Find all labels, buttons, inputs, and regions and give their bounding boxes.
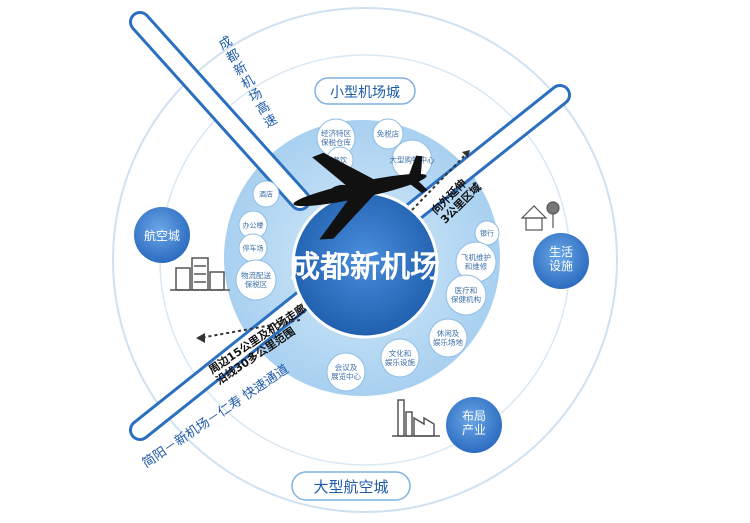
bubble-bank: 银行	[474, 220, 500, 246]
bubble-logistics: 物流配送保税区	[235, 259, 277, 301]
bubble-maintenance: 飞机维护和维修	[455, 241, 497, 283]
bottom-label: 大型航空城	[313, 478, 388, 496]
bubble-health: 医疗和保健机构	[445, 274, 487, 316]
bubble-logistics-label: 物流配送保税区	[241, 270, 271, 289]
airplane-icon	[293, 152, 428, 240]
bubble-bank-label: 银行	[480, 229, 494, 238]
bubble-maintenance-label: 飞机维护和维修	[461, 252, 491, 271]
city-buildings-icon	[170, 257, 230, 291]
bubble-parking-label: 停车场	[243, 244, 264, 253]
highway-road	[129, 11, 311, 211]
right-circle: 生活设施	[533, 233, 589, 289]
outer-ring	[112, 7, 618, 513]
bubble-duty-free: 免税店	[372, 118, 404, 150]
bubble-leisure-label: 休闲及娱乐场地	[433, 328, 463, 347]
bubble-hotel-label: 酒店	[259, 190, 273, 199]
bottom-right-circle-label: 布局产业	[462, 409, 486, 437]
bottom-label-pill: 大型航空城	[291, 471, 411, 501]
bubble-culture-label: 文化和娱乐设施	[385, 348, 415, 367]
top-label-pill: 小型机场城	[314, 77, 416, 105]
left-circle: 航空城	[134, 207, 190, 263]
bubble-office-label: 办公楼	[243, 221, 264, 230]
center-label: 成都新机场	[290, 250, 440, 285]
bubble-parking: 停车场	[238, 233, 268, 263]
bubble-leisure: 休闲及娱乐场地	[428, 318, 468, 358]
top-label: 小型机场城	[330, 85, 400, 101]
bubble-health-label: 医疗和保健机构	[451, 285, 481, 304]
bubble-culture: 文化和娱乐设施	[380, 338, 420, 378]
right-circle-label: 生活设施	[549, 245, 573, 273]
bubble-free-trade-label: 经济特区保税仓库	[321, 128, 351, 147]
house-tree-icon	[520, 201, 560, 231]
bubble-convention: 会议及展览中心	[326, 352, 366, 392]
bubble-duty-free-label: 免税店	[377, 129, 400, 139]
bubble-convention-label: 会议及展览中心	[331, 362, 361, 381]
factory-icon	[392, 399, 440, 437]
bubble-shopping-label: 大型购物中心	[390, 155, 435, 165]
left-circle-label: 航空城	[144, 228, 180, 243]
bubble-dining-label: 餐饮	[333, 156, 347, 165]
bottom-right-circle: 布局产业	[446, 397, 502, 453]
bubble-office: 办公楼	[238, 210, 268, 240]
bubble-hotel: 酒店	[252, 180, 280, 208]
